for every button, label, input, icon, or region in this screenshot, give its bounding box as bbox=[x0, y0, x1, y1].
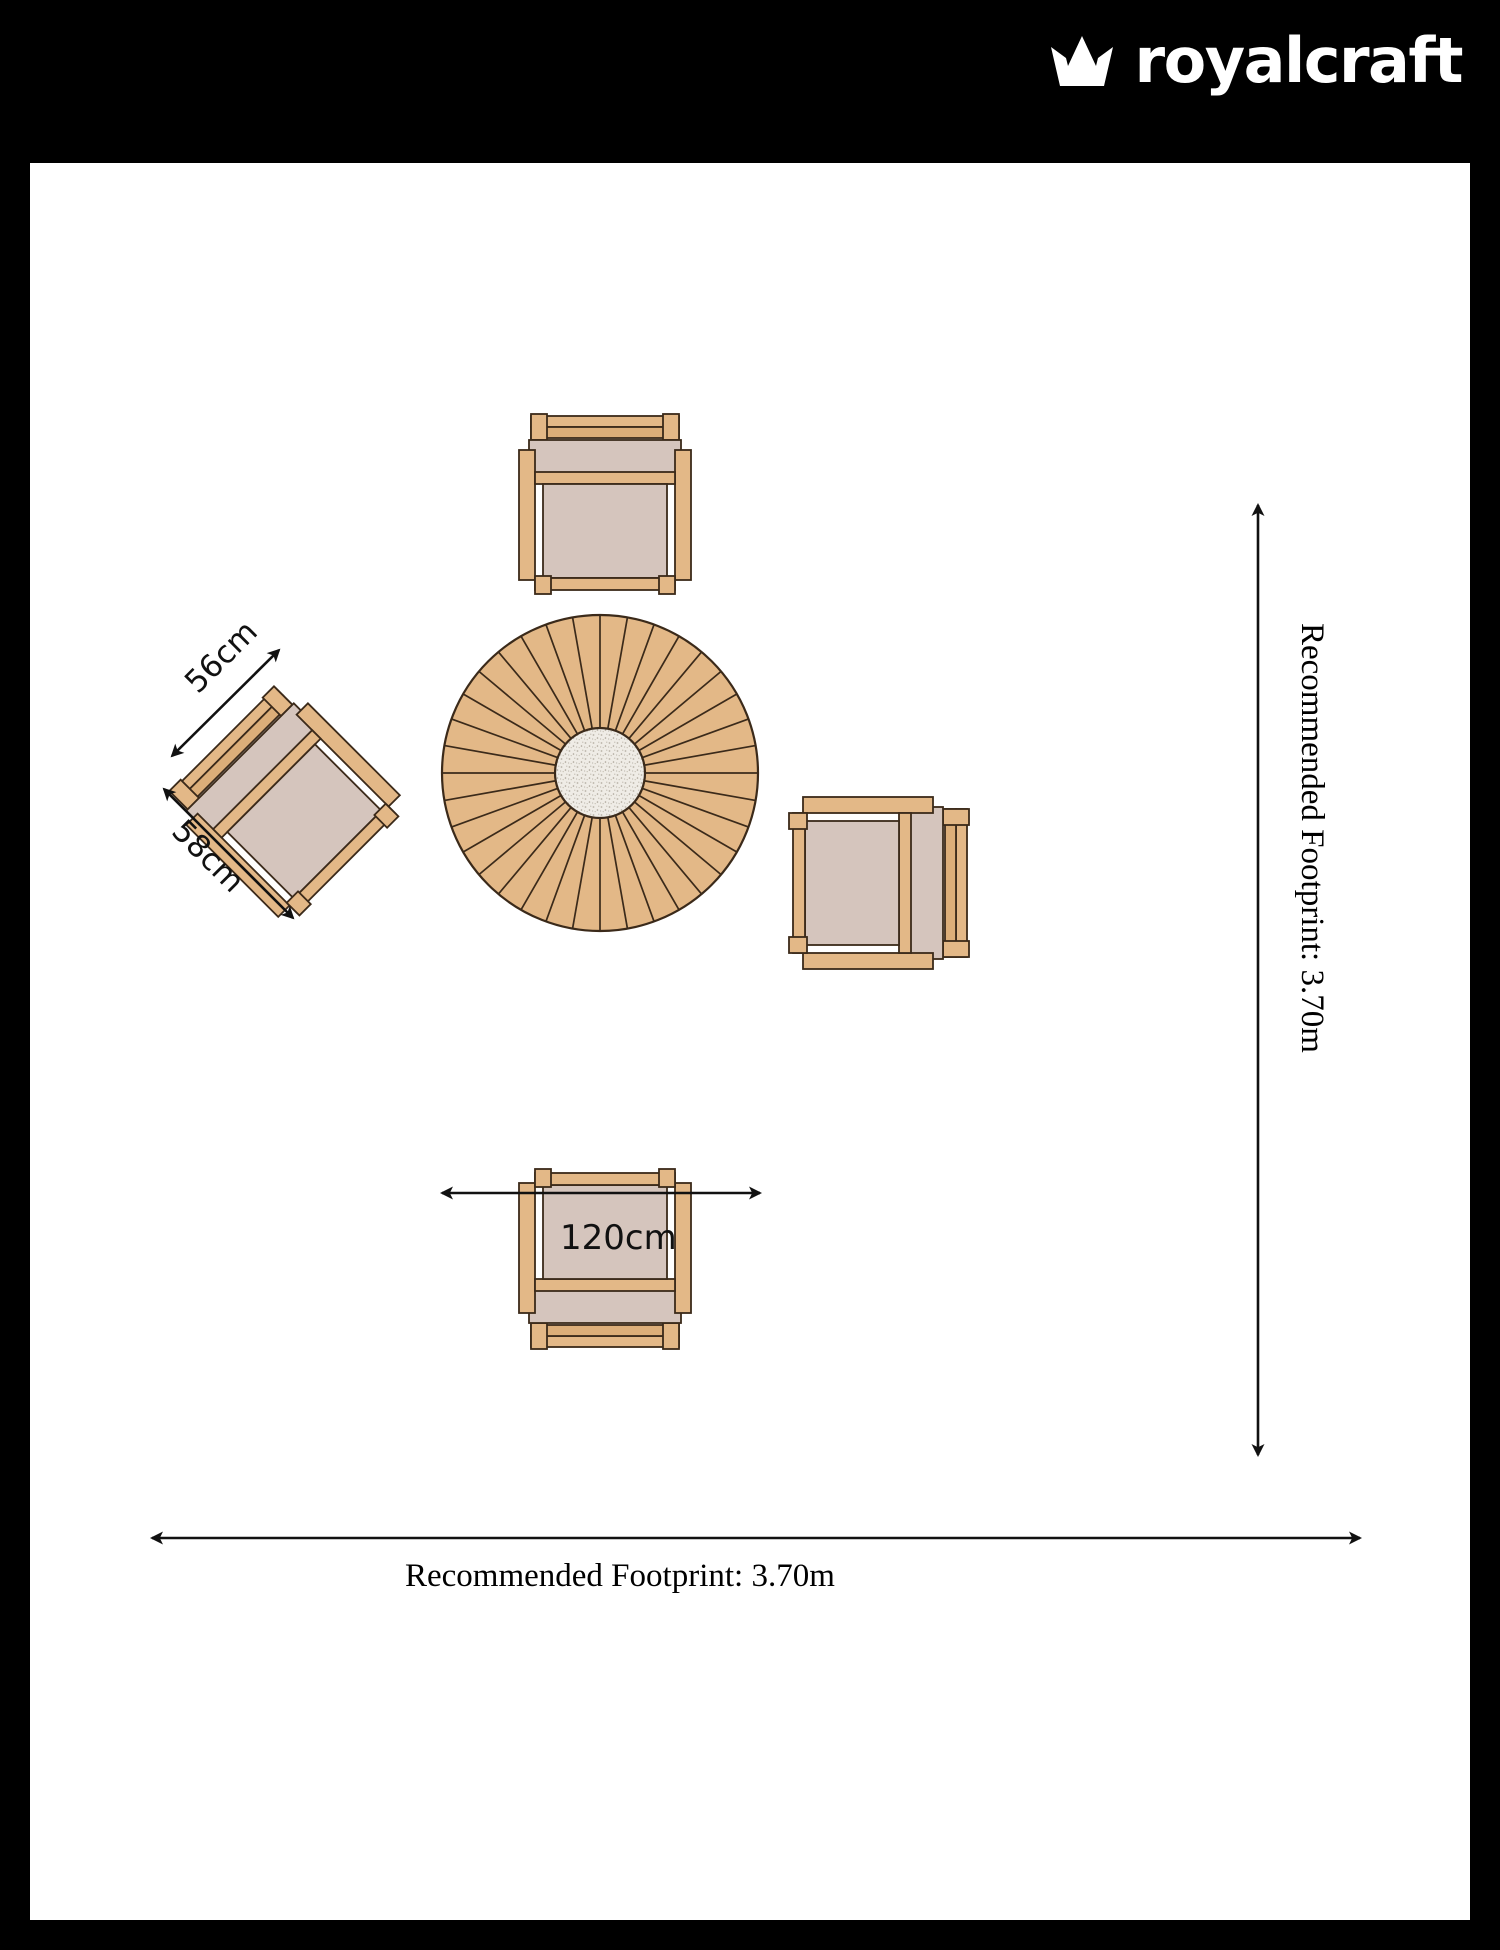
table-diameter-label: 120cm bbox=[560, 1218, 677, 1258]
chair-top bbox=[517, 410, 693, 600]
diagram-canvas: 56cm 58cm 120cm Recommended Footprint: 3… bbox=[30, 163, 1470, 1920]
chair-top-svg bbox=[518, 413, 692, 595]
chair-bottom-svg bbox=[518, 1168, 692, 1350]
crown-icon bbox=[1050, 36, 1113, 86]
chair-width-label: 56cm bbox=[178, 613, 265, 701]
round-dining-table bbox=[440, 613, 760, 933]
footprint-horizontal-label: Recommended Footprint: 3.70m bbox=[405, 1558, 835, 1594]
table-center-stone bbox=[553, 726, 647, 820]
brand-name: royalcraft bbox=[1134, 24, 1464, 97]
footprint-vertical-label: Recommended Footprint: 3.70m bbox=[1294, 623, 1330, 1053]
table-top-svg bbox=[440, 613, 760, 933]
brand-header-bar: royalcraft bbox=[0, 0, 1500, 163]
chair-left-svg bbox=[168, 685, 402, 919]
dimension-arrow-layer bbox=[150, 503, 1362, 1545]
brand-lockup: royalcraft bbox=[1050, 24, 1464, 97]
chair-right bbox=[783, 795, 973, 971]
chair-right-svg bbox=[788, 796, 970, 970]
chair-bottom bbox=[517, 1163, 693, 1353]
table-slat-lines bbox=[442, 615, 758, 931]
chair-left bbox=[157, 674, 416, 933]
